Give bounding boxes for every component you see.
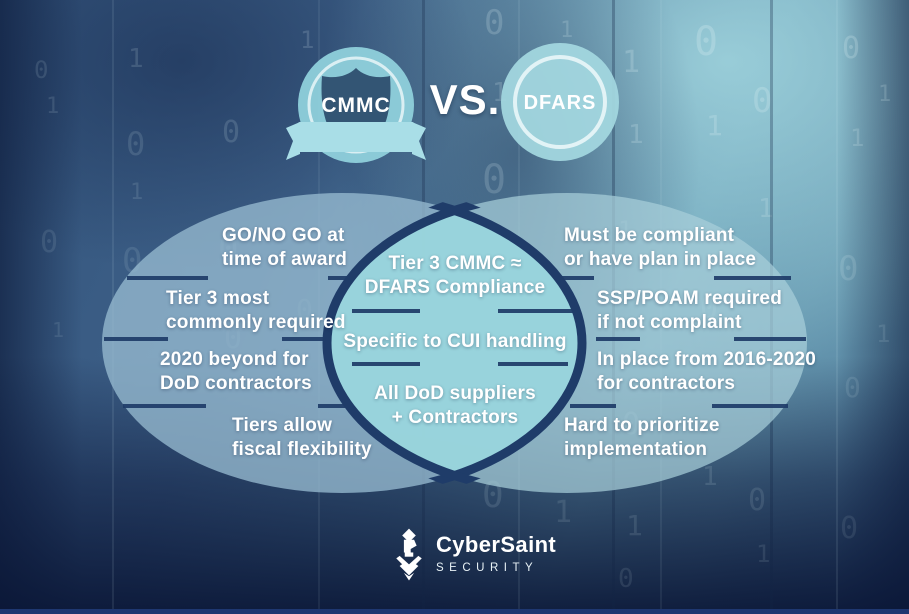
overlap-item-3: All DoD suppliers + Contractors — [374, 383, 536, 428]
dfars-badge: DFARS — [501, 43, 619, 161]
brand-tagline: SECURITY — [436, 562, 539, 574]
overlap-item-2: Specific to CUI handling — [343, 331, 567, 352]
cmmc-badge: CMMC — [286, 47, 426, 163]
right-circle-item-1: Must be compliant or have plan in place — [564, 225, 757, 270]
right-circle-item-2: SSP/POAM required if not complaint — [597, 288, 782, 333]
brand-name: CyberSaint — [436, 532, 557, 557]
dfars-badge-circle — [501, 43, 619, 161]
separator-lines — [104, 276, 806, 408]
footer-accent-bar — [0, 609, 909, 614]
left-circle-item-1: GO/NO GO at time of award — [222, 225, 348, 270]
right-circle-item-4: Hard to prioritize implementation — [564, 415, 720, 460]
ribbon-icon — [286, 122, 426, 160]
right-circle-item-3: In place from 2016-2020 for contractors — [597, 349, 816, 394]
dfars-badge-ring — [513, 55, 607, 149]
dfars-badge-label: DFARS — [524, 92, 597, 114]
left-circle-item-3: 2020 beyond for DoD contractors — [160, 349, 312, 394]
overlap-item-1: Tier 3 CMMC ≈ DFARS Compliance — [364, 253, 546, 298]
knight-chess-icon — [396, 528, 422, 581]
left-circle-item-4: Tiers allow fiscal flexibility — [232, 415, 372, 460]
brand-logo: CyberSaint SECURITY — [392, 523, 556, 587]
cmmc-badge-label: CMMC — [321, 94, 390, 117]
left-circle-item-2: Tier 3 most commonly required — [166, 288, 346, 333]
vs-label: VS. — [429, 76, 501, 123]
overlap-lens — [326, 210, 583, 476]
